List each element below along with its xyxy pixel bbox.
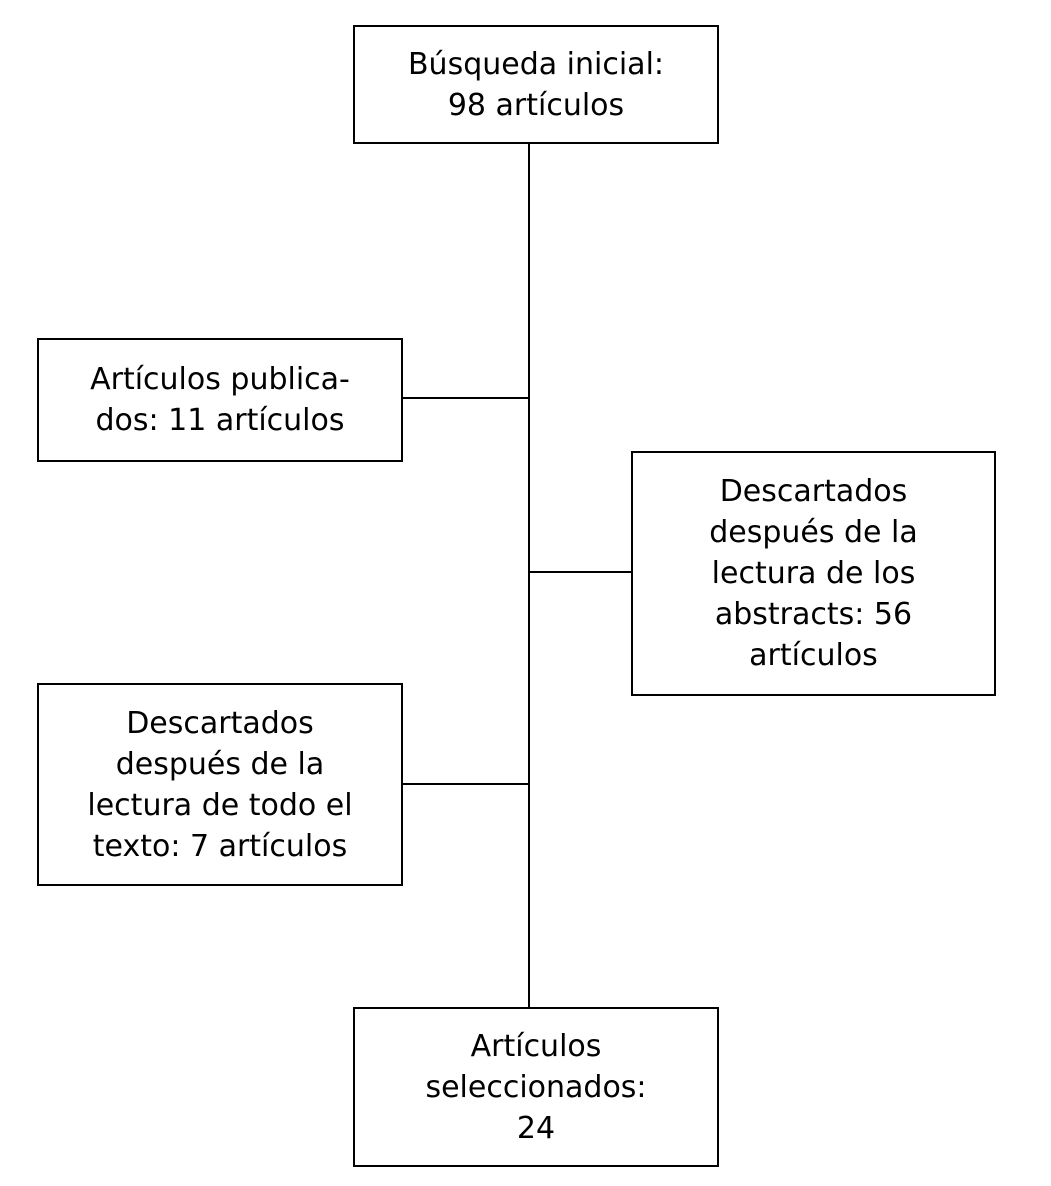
node-initial-search-label: Búsqueda inicial: 98 artículos — [407, 46, 665, 123]
node-discarded-abstracts-label: Descartados después de la lectura de los… — [709, 474, 918, 673]
node-initial-search: Búsqueda inicial: 98 artículos — [353, 25, 719, 144]
node-published-articles: Artículos publica- dos: 11 artículos — [37, 338, 403, 462]
node-selected-articles: Artículos seleccionados: 24 — [353, 1007, 719, 1167]
connector-branch-discarded-fulltext — [403, 783, 529, 785]
node-published-articles-label: Artículos publica- dos: 11 artículos — [90, 362, 350, 438]
connector-branch-discarded-abstracts — [528, 571, 631, 573]
connector-spine-main — [528, 143, 530, 1007]
node-selected-articles-label: Artículos seleccionados: 24 — [425, 1028, 647, 1146]
connector-branch-published-articles — [403, 397, 529, 399]
node-discarded-abstracts: Descartados después de la lectura de los… — [631, 451, 996, 696]
node-discarded-fulltext-label: Descartados después de la lectura de tod… — [87, 705, 353, 864]
node-discarded-fulltext: Descartados después de la lectura de tod… — [37, 683, 403, 886]
